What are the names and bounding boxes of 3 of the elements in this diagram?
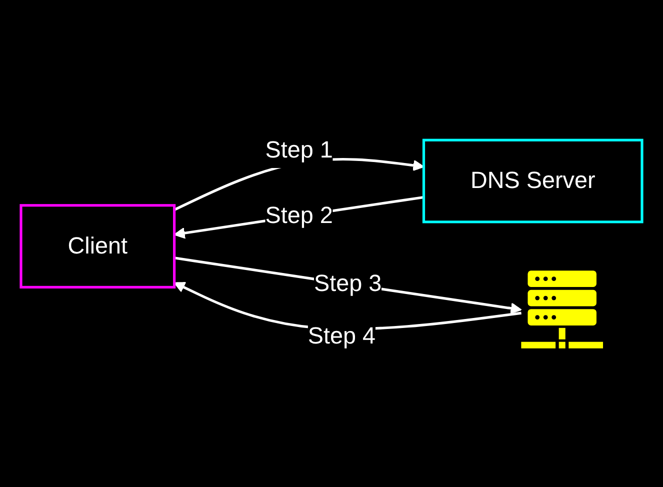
node-box: Client: [20, 204, 176, 288]
server-icon: [521, 270, 604, 348]
node-box: DNS Server: [422, 138, 644, 224]
